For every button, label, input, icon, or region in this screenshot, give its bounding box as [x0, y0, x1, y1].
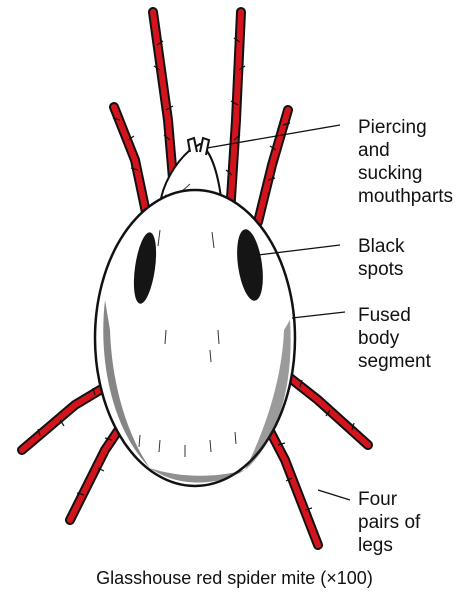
label-body-segment: Fused body segment	[358, 304, 431, 373]
leader-legs	[318, 490, 350, 500]
label-legs: Four pairs of legs	[358, 488, 420, 557]
figure-caption: Glasshouse red spider mite (×100)	[0, 568, 469, 589]
label-mouthparts: Piercing and sucking mouthparts	[358, 116, 453, 208]
leader-body	[292, 312, 345, 318]
leg-second-right	[258, 110, 288, 222]
leg-third-right	[280, 370, 368, 445]
label-black-spots: Black spots	[358, 235, 404, 281]
